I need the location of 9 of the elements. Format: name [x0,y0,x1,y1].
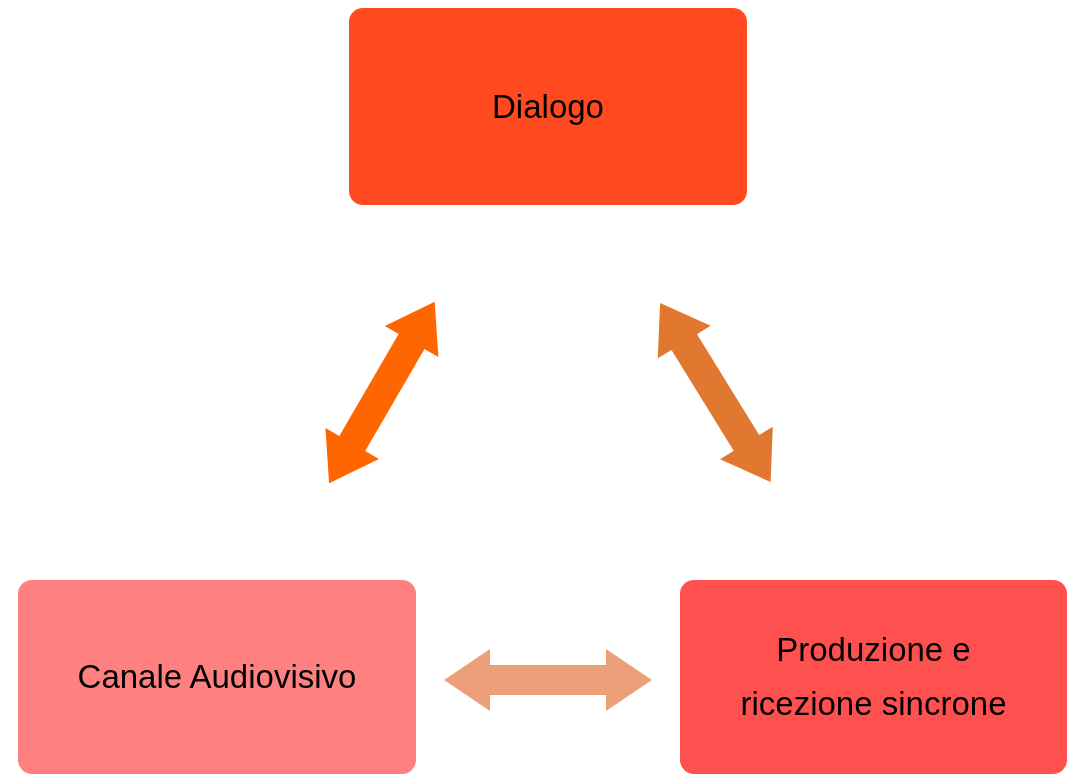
box-label: Dialogo [492,86,604,127]
double-arrow [657,302,773,483]
box-label: Canale Audiovisivo [77,657,357,697]
box-label: Produzione e ricezione sincrone [739,630,1008,724]
double-arrow [325,301,439,484]
rounded-box [349,8,747,205]
rounded-box [680,580,1067,774]
rounded-box [18,580,416,774]
double-arrow [444,648,652,711]
